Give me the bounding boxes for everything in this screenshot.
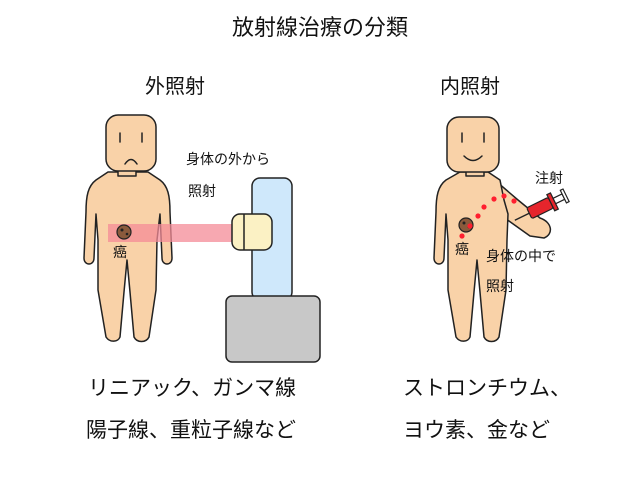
external-tumor-label: 癌: [113, 245, 127, 261]
internal-person: [433, 116, 552, 343]
diagram-title: 放射線治療の分類: [231, 16, 408, 41]
internal-note-line1: 身体の中で: [486, 249, 556, 265]
radiation-machine: [225, 177, 321, 363]
machine-head: [231, 213, 273, 251]
external-person-body: [83, 171, 173, 343]
internal-heading: 内照射: [440, 74, 500, 98]
external-examples-line2: 陽子線、重粒子線など: [86, 418, 296, 442]
internal-note-line2: 照射: [486, 279, 514, 295]
internal-mouth-smile: [463, 155, 483, 162]
machine-base: [225, 295, 321, 363]
internal-examples-line1: ストロンチウム、: [403, 376, 571, 400]
external-heading: 外照射: [145, 74, 205, 98]
external-person-head: [105, 114, 157, 172]
internal-person-arm: [489, 175, 552, 239]
internal-person-head: [446, 116, 500, 173]
internal-person-body: [433, 171, 509, 343]
external-note-line2: 照射: [188, 184, 216, 200]
internal-examples-line2: ヨウ素、金など: [403, 418, 550, 442]
external-note-line1: 身体の外から: [186, 152, 270, 168]
internal-dotted-path: [459, 193, 517, 239]
external-person: [83, 114, 173, 343]
syringe-icon: [514, 188, 570, 221]
external-examples-line1: リニアック、ガンマ線: [88, 376, 297, 400]
injection-label: 注射: [535, 171, 563, 187]
external-mouth-frown: [124, 158, 138, 165]
external-tumor-icon: [116, 224, 132, 240]
internal-tumor-label: 癌: [455, 242, 469, 258]
radiation-beam: [108, 224, 244, 242]
